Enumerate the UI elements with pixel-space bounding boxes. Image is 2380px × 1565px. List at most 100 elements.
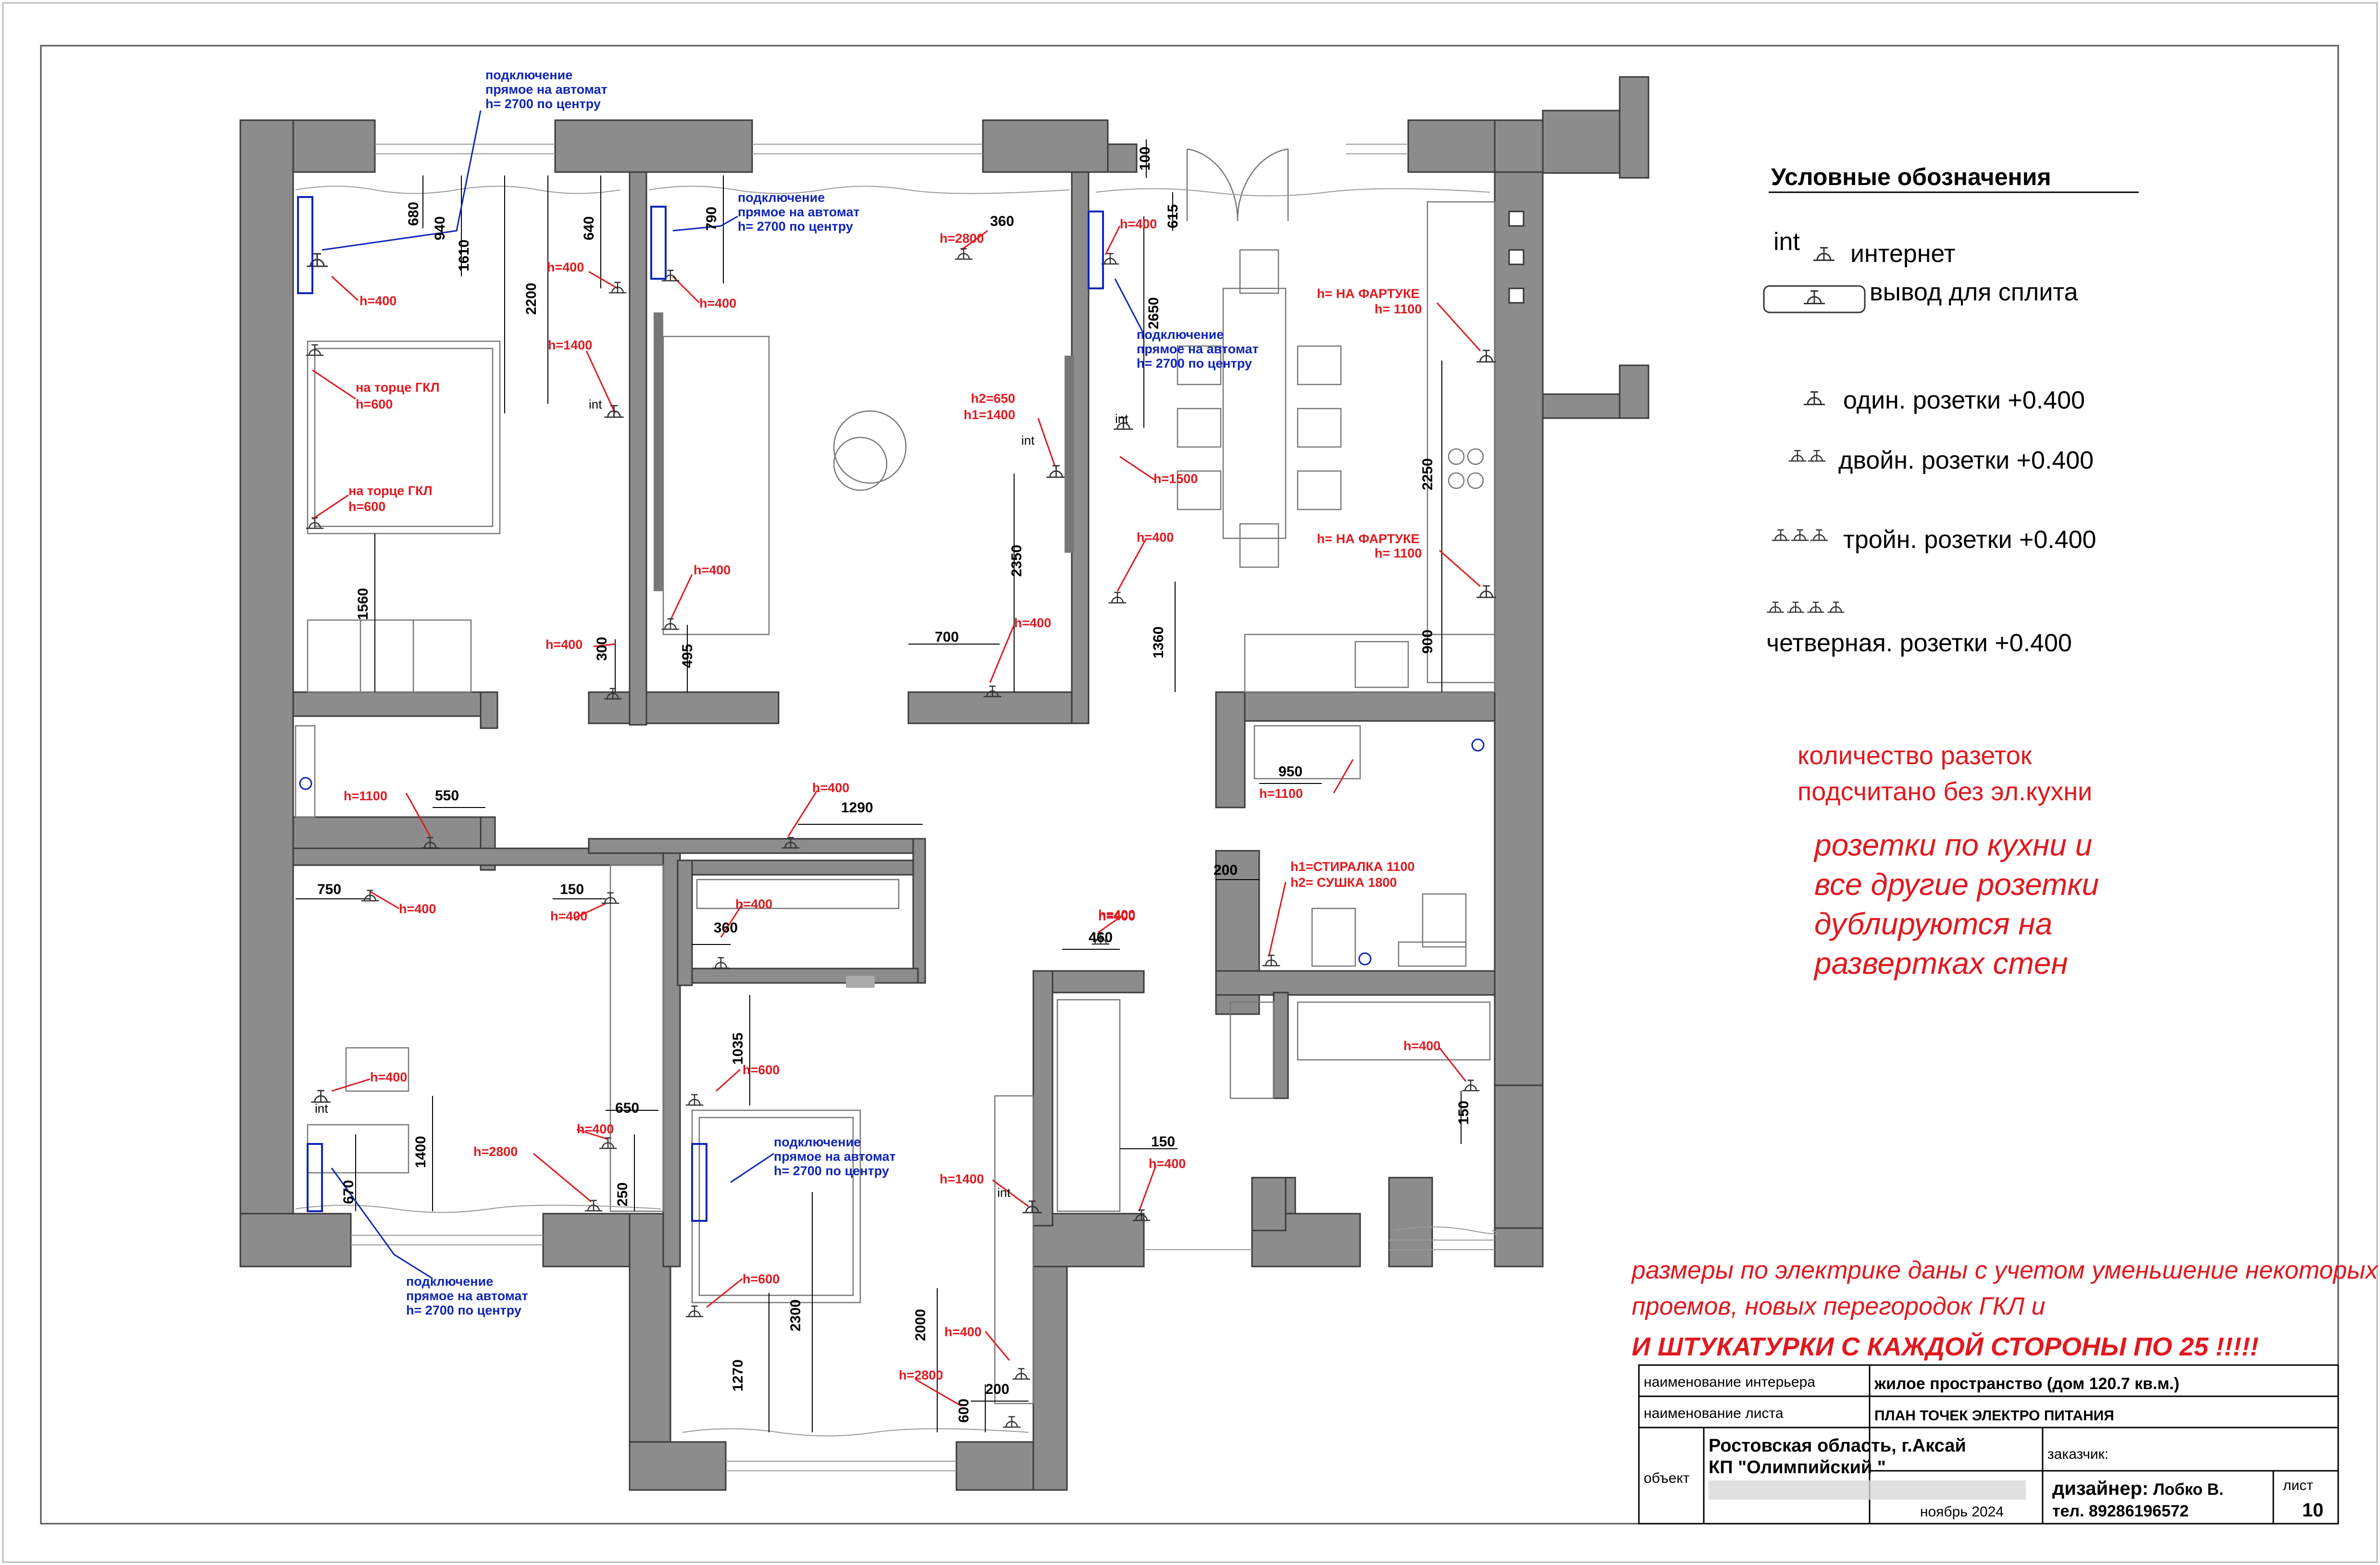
blue-leaders bbox=[322, 110, 1145, 1279]
label-br1-c: h=1400 bbox=[548, 338, 592, 352]
svg-text:подключение: подключение bbox=[738, 190, 825, 205]
label-br3-d: h=400 bbox=[944, 1325, 981, 1339]
svg-text:int: int bbox=[1021, 433, 1035, 447]
svg-text:прямое на автомат: прямое на автомат bbox=[738, 205, 860, 219]
dim-940: 940 bbox=[432, 216, 448, 240]
label-hall2-a: h=400 bbox=[1098, 909, 1135, 923]
svg-text:int: int bbox=[589, 397, 602, 411]
label-lr-a: h=2800 bbox=[940, 231, 984, 246]
svg-text:h= 2700 по центру: h= 2700 по центру bbox=[1137, 356, 1252, 371]
double-socket-symbol bbox=[1787, 449, 1808, 462]
label-lr-f: h=400 bbox=[1014, 616, 1051, 630]
dim-1270: 1270 bbox=[730, 1359, 746, 1391]
label-br1-b: h=400 bbox=[547, 260, 584, 274]
label-laun-b: h2= СУШКА 1800 bbox=[1290, 875, 1397, 890]
legend-triple: тройн. розетки +0.400 bbox=[1843, 526, 2096, 554]
label-bath2: h=1100 bbox=[1259, 786, 1303, 801]
dim-150c: 150 bbox=[1456, 1101, 1472, 1125]
blue-note-line3: h= 2700 по центру bbox=[485, 97, 601, 111]
label-br1-e: h=600 bbox=[356, 397, 393, 411]
inner-frame bbox=[40, 45, 2339, 1525]
dim-495: 495 bbox=[680, 644, 695, 668]
blue-note-2: подключение прямое на автомат h= 2700 по… bbox=[738, 190, 860, 234]
tb-sheet-no-label: лист bbox=[2283, 1478, 2313, 1493]
svg-text:int: int bbox=[997, 1185, 1011, 1200]
dim-2000: 2000 bbox=[913, 1309, 929, 1341]
label-br2-e: h=400 bbox=[577, 1122, 614, 1136]
dimension-lines bbox=[296, 139, 1462, 1432]
note-count-2: подсчитано без эл.кухни bbox=[1797, 777, 2092, 806]
label-k-e: h=400 bbox=[1137, 530, 1174, 545]
red-height-labels: h=400 h=400 h=1400 на торце ГКЛ h=600 на… bbox=[344, 217, 1440, 1382]
dim-600: 600 bbox=[956, 1399, 972, 1423]
label-br1-g: h=600 bbox=[348, 499, 385, 514]
tb-object-line1: Ростовская область, г.Аксай bbox=[1709, 1436, 1966, 1456]
svg-text:h= 2700 по центру: h= 2700 по центру bbox=[738, 219, 853, 234]
dim-150a: 150 bbox=[560, 882, 584, 897]
dim-1035: 1035 bbox=[730, 1032, 746, 1065]
dim-200a: 200 bbox=[1214, 862, 1238, 878]
dim-360a: 360 bbox=[990, 213, 1014, 229]
label-k-b: h= НА ФАРТУКЕ bbox=[1317, 286, 1420, 301]
label-br3-a: h=600 bbox=[743, 1063, 780, 1077]
tb-interior-label: наименование интерьера bbox=[1644, 1374, 1815, 1390]
note-dup-1: розетки по кухни и bbox=[1813, 828, 2092, 862]
label-hall2-b: h=400 bbox=[1149, 1156, 1186, 1171]
dim-1560: 1560 bbox=[355, 588, 371, 620]
notes: количество разеток подсчитано без эл.кух… bbox=[1631, 741, 2379, 1361]
dim-250: 250 bbox=[615, 1182, 631, 1206]
label-k-c: h= 1100 bbox=[1375, 302, 1422, 316]
svg-text:прямое на автомат: прямое на автомат bbox=[406, 1289, 528, 1303]
label-k-d: h=1500 bbox=[1153, 472, 1198, 486]
walls bbox=[239, 76, 1649, 1491]
label-br3-b: h=1400 bbox=[940, 1172, 984, 1186]
label-br1-a: h=400 bbox=[359, 294, 397, 308]
dim-650: 650 bbox=[615, 1100, 639, 1116]
internet-symbol bbox=[1812, 247, 1835, 261]
blue-note-3: подключение прямое на автомат h= 2700 по… bbox=[1137, 327, 1259, 371]
single-socket-symbol bbox=[1803, 391, 1826, 406]
note-bottom-1: размеры по электрике даны с учетом умень… bbox=[1631, 1256, 2379, 1284]
dim-550: 550 bbox=[435, 788, 459, 804]
note-count-1: количество разеток bbox=[1797, 741, 2032, 770]
tb-date: ноябрь 2024 bbox=[1920, 1504, 2004, 1520]
dim-150b: 150 bbox=[1151, 1134, 1175, 1150]
dim-680: 680 bbox=[406, 202, 421, 226]
note-dup-2: все другие розетки bbox=[1814, 867, 2099, 902]
label-laun-a: h1=СТИРАЛКА 1100 bbox=[1290, 859, 1414, 874]
dim-900: 900 bbox=[1420, 630, 1436, 654]
label-bath1: h=1100 bbox=[344, 789, 387, 803]
label-lr-c: h2=650 bbox=[971, 391, 1015, 406]
label-lr-e: h=400 bbox=[694, 563, 731, 577]
label-st-a: h=400 bbox=[1403, 1039, 1440, 1053]
label-hall-b: h=400 bbox=[735, 897, 772, 911]
tb-phone: тел. 89286196572 bbox=[2052, 1502, 2189, 1520]
triple-socket-symbol bbox=[1771, 529, 1791, 541]
legend-split: вывод для сплита bbox=[1870, 278, 2078, 306]
tb-object-label: объект bbox=[1644, 1470, 1690, 1486]
legend-quad: четверная. розетки +0.400 bbox=[1766, 629, 2072, 657]
legend-title: Условные обозначения bbox=[1771, 163, 2051, 190]
dim-2350: 2350 bbox=[1009, 545, 1025, 577]
blue-note-5: подключение прямое на автомат h= 2700 по… bbox=[406, 1274, 528, 1317]
dim-2200: 2200 bbox=[523, 283, 539, 315]
label-br3-c: h=600 bbox=[743, 1272, 780, 1286]
dim-750: 750 bbox=[317, 882, 341, 897]
label-br1-h: h=400 bbox=[545, 637, 583, 652]
label-br1-f: на торце ГКЛ bbox=[348, 484, 433, 498]
split-units bbox=[297, 196, 1485, 1222]
quad-socket-symbol bbox=[1766, 601, 1785, 613]
svg-text:int: int bbox=[315, 1101, 328, 1116]
label-lr-b: h=400 bbox=[699, 296, 736, 311]
legend: Условные обозначения int интернет вывод … bbox=[1763, 163, 2139, 657]
svg-text:h= 2700 по центру: h= 2700 по центру bbox=[406, 1303, 521, 1317]
dim-790: 790 bbox=[704, 207, 719, 231]
tb-sheet-label: наименование листа bbox=[1644, 1405, 1784, 1421]
svg-text:подключение: подключение bbox=[1137, 327, 1224, 342]
curtains bbox=[295, 186, 1498, 1437]
note-bottom-3: И ШТУКАТУРКИ С КАЖДОЙ СТОРОНЫ ПО 25 !!!!… bbox=[1632, 1331, 2259, 1361]
dim-950: 950 bbox=[1278, 764, 1302, 780]
label-br2-c: h=400 bbox=[370, 1070, 407, 1084]
tb-interior-value: жилое пространство (дом 120.7 кв.м.) bbox=[1874, 1375, 2180, 1393]
svg-text:прямое на автомат: прямое на автомат bbox=[1137, 342, 1259, 356]
